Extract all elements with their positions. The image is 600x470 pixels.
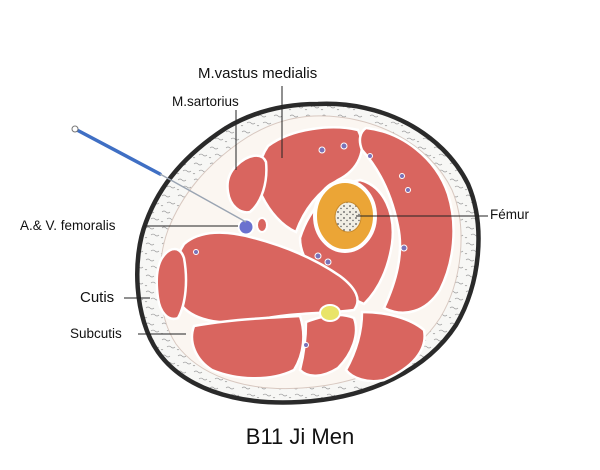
label-cutis: Cutis <box>80 289 115 306</box>
muscle-sartorius <box>226 154 268 214</box>
small-vessels <box>193 142 411 348</box>
acupuncture-needle <box>71 125 247 223</box>
muscle-adductor-magnus <box>190 314 305 380</box>
muscle-biceps-femoris <box>344 310 426 383</box>
sciatic-nerve <box>319 304 341 322</box>
femoral-vein <box>256 217 268 233</box>
femoral-artery <box>237 218 255 236</box>
figure-caption: B11 Ji Men <box>245 424 355 449</box>
label-subcutis: Subcutis <box>70 326 122 341</box>
label-femoral-vessels: A.& V. femoralis <box>20 218 116 233</box>
muscle-vastus-lateralis <box>358 126 455 314</box>
label-vastus-medialis: M.vastus medialis <box>198 65 318 82</box>
muscle-semimembranosus <box>298 313 358 377</box>
label-sartorius: M.sartorius <box>172 94 239 109</box>
label-femur: Fémur <box>490 207 530 222</box>
muscle-gracilis <box>155 247 188 321</box>
label-leader-lines <box>124 86 488 335</box>
